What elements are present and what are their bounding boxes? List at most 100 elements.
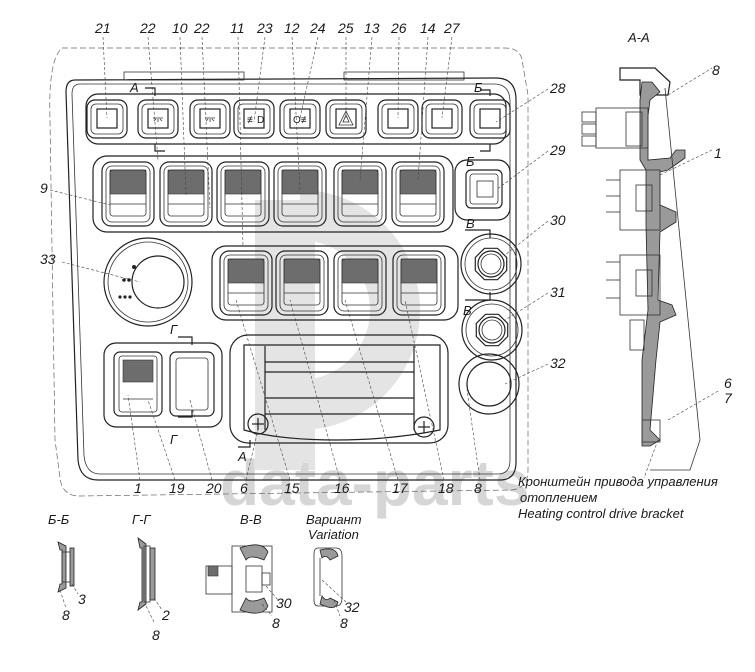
callout-right-28: 28 [495, 80, 566, 123]
svg-text:O≢: O≢ [293, 115, 311, 126]
top-button-21[interactable] [86, 99, 128, 139]
svg-text:31: 31 [550, 284, 566, 300]
svg-text:А: А [237, 449, 247, 464]
svg-text:11: 11 [230, 20, 245, 36]
caption-ru-line2: отоплением [520, 490, 597, 505]
svg-text:18: 18 [438, 480, 454, 496]
svg-text:В: В [466, 216, 475, 231]
svg-text:33: 33 [40, 251, 56, 267]
control-panel: ≢D O≢ [49, 47, 529, 497]
svg-text:23: 23 [256, 20, 273, 36]
top-button-27[interactable] [421, 99, 463, 139]
callout-top-8: 25 [337, 20, 354, 118]
svg-text:25: 25 [337, 20, 354, 36]
svg-text:24: 24 [309, 20, 326, 36]
rocker-switch-18[interactable] [392, 250, 446, 316]
callout-bottom-4: 15 [235, 299, 300, 496]
svg-text:Б-Б: Б-Б [48, 512, 70, 527]
section-vv: В-В 30 8 [205, 512, 292, 631]
svg-text:20: 20 [205, 480, 222, 496]
svg-text:В: В [463, 303, 472, 318]
top-button-22[interactable] [137, 99, 179, 139]
svg-text:29: 29 [549, 142, 566, 158]
svg-text:30: 30 [550, 212, 566, 228]
top-button-23[interactable]: ≢D [233, 99, 275, 139]
rocker-switch-16[interactable] [275, 250, 329, 316]
interior-light-icon [147, 108, 169, 129]
svg-text:12: 12 [284, 20, 300, 36]
rocker-switch-13[interactable] [333, 161, 387, 227]
callout-bottom-8: 8 [466, 389, 482, 496]
knob-33 [103, 237, 193, 327]
callout-left-9: 9 [40, 180, 111, 206]
svg-text:9: 9 [40, 180, 48, 196]
rear-fog-light-icon: O≢ [289, 108, 311, 129]
svg-text:Variation: Variation [308, 527, 359, 542]
rocker-switch-12[interactable] [273, 161, 327, 227]
svg-text:Г: Г [170, 432, 178, 447]
front-fog-light-icon: ≢D [243, 108, 265, 129]
section-aa: А-А 8 1 6 7 [581, 30, 733, 479]
callout-bottom-1: 19 [147, 399, 185, 496]
rocker-switch-9[interactable] [101, 161, 155, 227]
top-button-28[interactable] [469, 99, 511, 139]
callout-top-10: 26 [390, 20, 407, 119]
svg-text:22: 22 [193, 20, 210, 36]
svg-text:1: 1 [714, 145, 722, 161]
heater-knob-31 [461, 299, 523, 361]
svg-text:6: 6 [240, 480, 248, 496]
callout-top-9: 13 [359, 20, 380, 181]
svg-text:28: 28 [549, 80, 566, 96]
svg-text:13: 13 [364, 20, 380, 36]
bracket-caption: Кронштейн привода управления отоплением … [518, 474, 718, 521]
svg-text:19: 19 [169, 480, 185, 496]
watermark-text: data-parts [220, 447, 529, 519]
caption-en: Heating control drive bracket [518, 506, 685, 521]
section-marks: А А Б Б В В Г Г [129, 80, 491, 464]
svg-text:3: 3 [78, 591, 86, 607]
rocker-switch-10[interactable] [159, 161, 213, 227]
svg-text:≢D: ≢D [247, 115, 264, 126]
svg-text:8: 8 [152, 627, 160, 643]
callout-top-12: 27 [441, 20, 461, 119]
caption-ru-line1: Кронштейн привода управления [518, 474, 718, 489]
rocker-switch-15[interactable] [219, 250, 273, 316]
svg-text:2: 2 [161, 607, 170, 623]
callout-top-11: 14 [417, 20, 436, 181]
hazard-warning-icon [335, 108, 357, 129]
rocker-switch-11[interactable] [216, 161, 270, 227]
svg-text:17: 17 [392, 480, 409, 496]
svg-text:1: 1 [134, 480, 142, 496]
svg-text:32: 32 [550, 355, 566, 371]
svg-text:27: 27 [443, 20, 461, 36]
svg-text:Г: Г [170, 322, 178, 337]
top-button-26[interactable] [377, 99, 419, 139]
rocker-switch-14[interactable] [391, 161, 445, 227]
svg-text:А: А [129, 80, 139, 95]
svg-text:16: 16 [334, 480, 350, 496]
svg-text:22: 22 [139, 20, 156, 36]
callout-top-0: 21 [94, 20, 111, 119]
svg-text:В-В: В-В [240, 512, 262, 527]
svg-text:10: 10 [172, 20, 188, 36]
svg-text:8: 8 [712, 62, 720, 78]
svg-text:6: 6 [724, 375, 732, 391]
top-button-22b[interactable] [189, 99, 231, 139]
callout-bottom-6: 17 [344, 299, 409, 496]
top-button-25[interactable] [325, 99, 367, 139]
section-bb: Б-Б 3 8 [48, 512, 86, 623]
blank-square-icon [387, 108, 409, 129]
top-button-24[interactable]: O≢ [279, 99, 321, 139]
svg-text:Вариант: Вариант [306, 512, 362, 527]
svg-text:Б: Б [474, 80, 483, 95]
svg-text:8: 8 [62, 607, 70, 623]
svg-text:14: 14 [420, 20, 436, 36]
section-variation: Вариант Variation 32 8 [306, 512, 362, 631]
callout-top-6: 12 [284, 20, 301, 191]
rocker-switch-17[interactable] [333, 250, 387, 316]
screw-6-right [413, 416, 435, 438]
svg-text:Г-Г: Г-Г [132, 512, 151, 527]
svg-text:21: 21 [94, 20, 111, 36]
svg-text:7: 7 [724, 390, 733, 406]
